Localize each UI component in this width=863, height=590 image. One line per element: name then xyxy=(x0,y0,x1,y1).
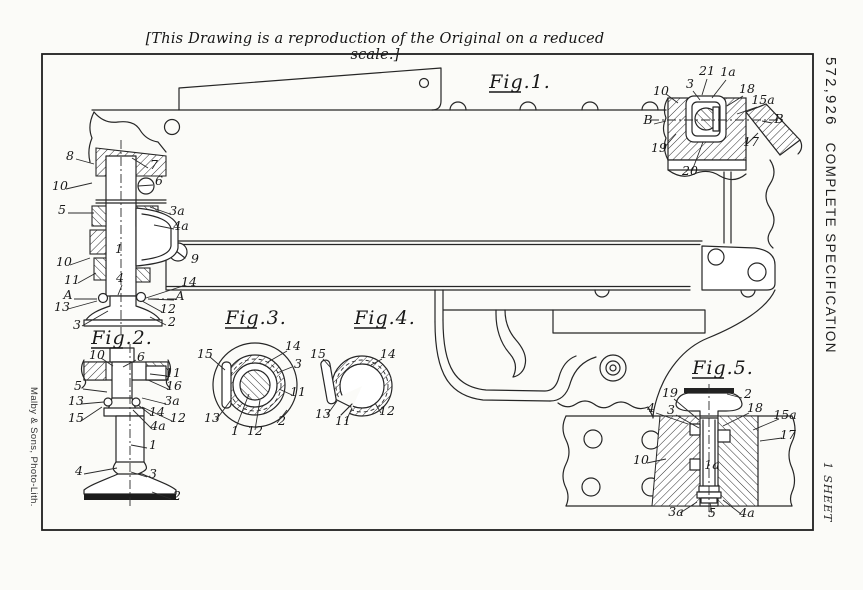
ref-label-2: 2 xyxy=(743,386,752,401)
ref-label-16: 16 xyxy=(166,378,182,393)
ref-label-12: 12 xyxy=(379,403,395,418)
ref-label-19: 19 xyxy=(662,385,678,400)
ref-label-14: 14 xyxy=(149,404,165,419)
ref-label-19: 19 xyxy=(651,140,667,155)
ref-label-3: 3 xyxy=(667,402,675,417)
fig3-drawing xyxy=(212,342,298,428)
ref-label-5: 5 xyxy=(708,505,716,520)
fig1-bb-section-detail xyxy=(650,95,803,181)
ref-label-12: 12 xyxy=(247,423,263,438)
receiver-hole xyxy=(163,118,181,136)
ref-label-10: 10 xyxy=(653,83,669,98)
ref-label-8: 8 xyxy=(66,148,74,163)
trigger xyxy=(495,309,527,378)
ref-label-3a: 3a xyxy=(668,504,683,519)
ref-label-1: 1 xyxy=(231,423,239,438)
ref-label-12: 12 xyxy=(160,301,176,316)
ref-label-4a: 4a xyxy=(738,505,754,520)
ref-label-3: 3 xyxy=(73,317,81,332)
ref-label-13: 13 xyxy=(68,393,84,408)
ref-label-12: 12 xyxy=(170,410,186,425)
ref-label-15: 15 xyxy=(68,410,84,425)
ref-label-18: 18 xyxy=(739,81,755,96)
ref-label-3: 3 xyxy=(686,76,694,91)
ref-label-11: 11 xyxy=(64,272,80,287)
reduction-note: [This Drawing is a reproduction of the O… xyxy=(145,31,605,63)
ref-label-4a: 4a xyxy=(149,418,165,433)
ref-label-18: 18 xyxy=(747,400,763,415)
ref-label-3a: 3a xyxy=(164,393,179,408)
ref-label-14: 14 xyxy=(380,346,396,361)
top-rib xyxy=(178,67,442,111)
drawing-frame-border xyxy=(41,53,814,531)
ref-label-14: 14 xyxy=(181,274,197,289)
ref-label-15a: 15a xyxy=(773,407,796,422)
figure-title-fig5: Fig.5. xyxy=(691,357,754,379)
grip-outline xyxy=(652,289,776,419)
ref-label-9: 9 xyxy=(191,251,199,266)
ref-label-2: 2 xyxy=(172,488,181,503)
ref-label-17: 17 xyxy=(780,427,796,442)
ref-label-7: 7 xyxy=(150,157,158,172)
figure-title-fig1: Fig.1. xyxy=(488,71,551,93)
figure-title-fig4: Fig.4. xyxy=(353,307,416,329)
ref-label-B: B xyxy=(642,112,652,127)
ref-label-B: B xyxy=(773,111,783,126)
ref-label-15a: 15a xyxy=(751,92,774,107)
ref-label-1a: 1a xyxy=(720,64,735,79)
ref-label-3: 3 xyxy=(294,356,302,371)
rod-section xyxy=(239,369,271,401)
ref-label-20: 20 xyxy=(681,163,698,178)
ref-label-4a: 4a xyxy=(172,218,188,233)
ref-label-10: 10 xyxy=(89,347,105,362)
ref-label-10: 10 xyxy=(56,254,72,269)
ref-label-1: 1 xyxy=(149,437,157,452)
ref-label-1a: 1a xyxy=(704,457,719,472)
ref-label-4: 4 xyxy=(646,400,655,415)
ref-label-4: 4 xyxy=(115,270,124,285)
ref-label-21: 21 xyxy=(698,63,715,78)
ref-label-3a: 3a xyxy=(169,203,184,218)
ref-label-13: 13 xyxy=(204,410,220,425)
trigger-guard xyxy=(434,321,551,402)
ref-label-A: A xyxy=(174,288,184,303)
ref-label-6: 6 xyxy=(155,173,163,188)
ref-label-11: 11 xyxy=(165,365,181,380)
ref-label-6: 6 xyxy=(137,349,145,364)
ref-label-15: 15 xyxy=(197,346,213,361)
fig1-left-section-detail xyxy=(76,111,179,334)
ref-label-4: 4 xyxy=(74,463,83,478)
ref-label-5: 5 xyxy=(58,202,66,217)
leader-lines xyxy=(65,78,783,515)
ref-label-17: 17 xyxy=(743,134,759,149)
ref-label-15: 15 xyxy=(310,346,326,361)
ref-label-11: 11 xyxy=(290,384,306,399)
ref-label-A: A xyxy=(62,287,72,302)
ref-label-1: 1 xyxy=(115,241,123,256)
figure-title-fig3: Fig.3. xyxy=(224,307,287,329)
ref-label-13: 13 xyxy=(54,299,70,314)
ref-label-2: 2 xyxy=(167,314,176,329)
retainer-bar xyxy=(221,361,232,409)
ref-label-3: 3 xyxy=(149,466,157,481)
ref-label-14: 14 xyxy=(285,338,301,353)
ref-label-5: 5 xyxy=(74,378,82,393)
grip-screw xyxy=(599,354,627,382)
ref-label-2: 2 xyxy=(277,413,286,428)
figure-title-fig2: Fig.2. xyxy=(90,327,153,349)
fig5-drawing xyxy=(562,384,796,512)
rail-end-plate xyxy=(701,245,776,291)
ref-label-10: 10 xyxy=(633,452,649,467)
ref-label-10: 10 xyxy=(52,178,68,193)
ref-label-11: 11 xyxy=(335,413,351,428)
ref-label-13: 13 xyxy=(315,406,331,421)
